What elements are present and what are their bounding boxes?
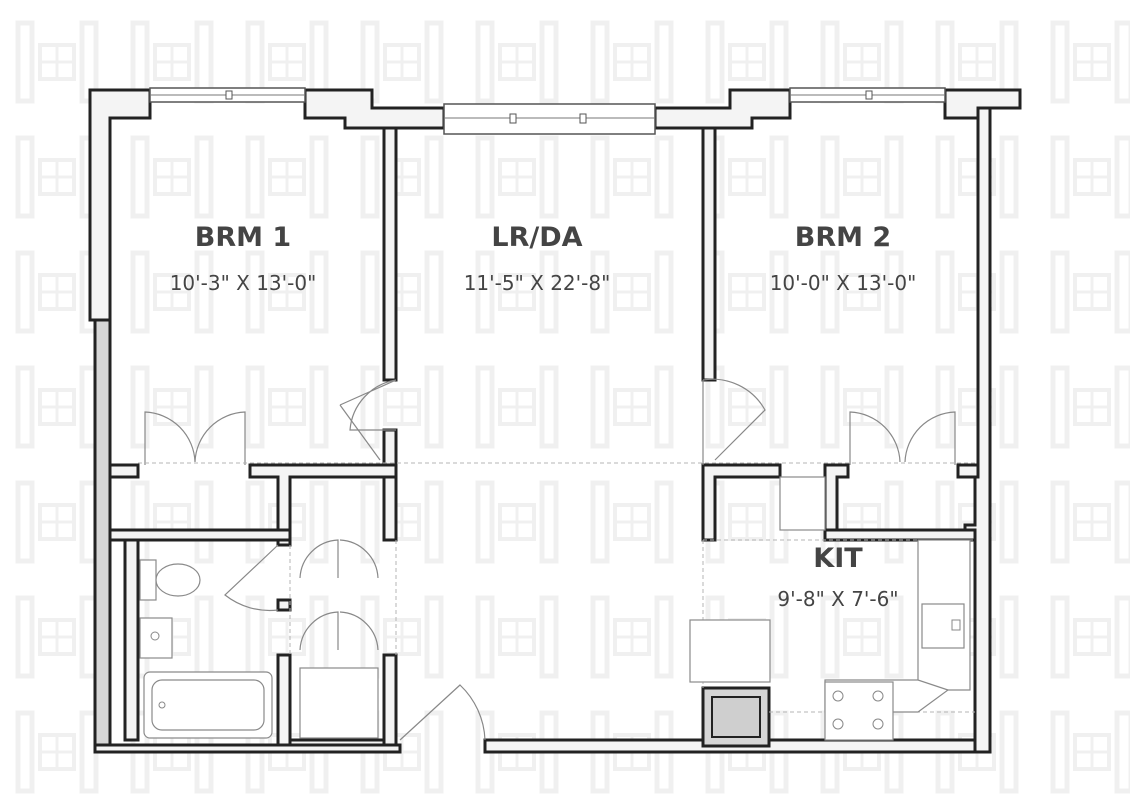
wall-brm1-bottom-left bbox=[108, 463, 140, 479]
lrda-dims: 11'-5" X 22'-8" bbox=[464, 271, 611, 295]
door-brm2 bbox=[702, 378, 766, 465]
door-brm1 bbox=[339, 379, 397, 431]
kitchen-island-icon bbox=[689, 619, 771, 683]
kit-name: KIT bbox=[813, 543, 863, 574]
brm1-name: BRM 1 bbox=[195, 222, 291, 253]
wall-closet-right bbox=[382, 475, 398, 542]
window-lrda bbox=[443, 103, 656, 135]
closet-shelf bbox=[299, 667, 379, 739]
closet-doors-hall-upper bbox=[299, 539, 379, 579]
refrigerator-icon bbox=[779, 476, 826, 531]
closet-doors-hall-lower bbox=[299, 611, 379, 651]
brm2-dims: 10'-0" X 13'-0" bbox=[770, 271, 917, 295]
doors bbox=[144, 378, 956, 741]
wall-kit-top bbox=[823, 528, 977, 542]
toilet-tank bbox=[139, 559, 157, 601]
wall-lr-brm2 bbox=[701, 126, 717, 382]
brm1-dims: 10'-3" X 13'-0" bbox=[170, 271, 317, 295]
wall-bath-right bbox=[276, 653, 292, 747]
room-labels: BRM 1 10'-3" X 13'-0" LR/DA 11'-5" X 22'… bbox=[170, 222, 917, 611]
wall-closet-bottom-right bbox=[382, 653, 398, 747]
brm2-name: BRM 2 bbox=[795, 222, 891, 253]
interior-walls bbox=[108, 126, 980, 748]
toilet-icon bbox=[155, 563, 201, 597]
left-wall-lower bbox=[93, 318, 112, 747]
wall-brm1-lr-lower bbox=[382, 428, 398, 467]
stove-icon bbox=[824, 681, 894, 741]
door-bath bbox=[224, 544, 279, 612]
top-wall-right-step bbox=[653, 88, 792, 130]
windows bbox=[149, 87, 946, 135]
closet-doors-brm2 bbox=[849, 411, 956, 465]
wall-brm1-lr bbox=[382, 126, 398, 382]
entry-door bbox=[399, 684, 486, 741]
sink-icon bbox=[139, 617, 173, 659]
lrda-name: LR/DA bbox=[491, 222, 582, 253]
bathroom-fixtures bbox=[139, 559, 379, 739]
dashed-guides bbox=[138, 462, 978, 713]
wall-bath-left bbox=[123, 538, 140, 742]
kit-dims: 9'-8" X 7'-6" bbox=[777, 587, 898, 611]
kitchen-fixtures bbox=[689, 476, 971, 741]
closet-doors-brm1 bbox=[144, 411, 246, 465]
